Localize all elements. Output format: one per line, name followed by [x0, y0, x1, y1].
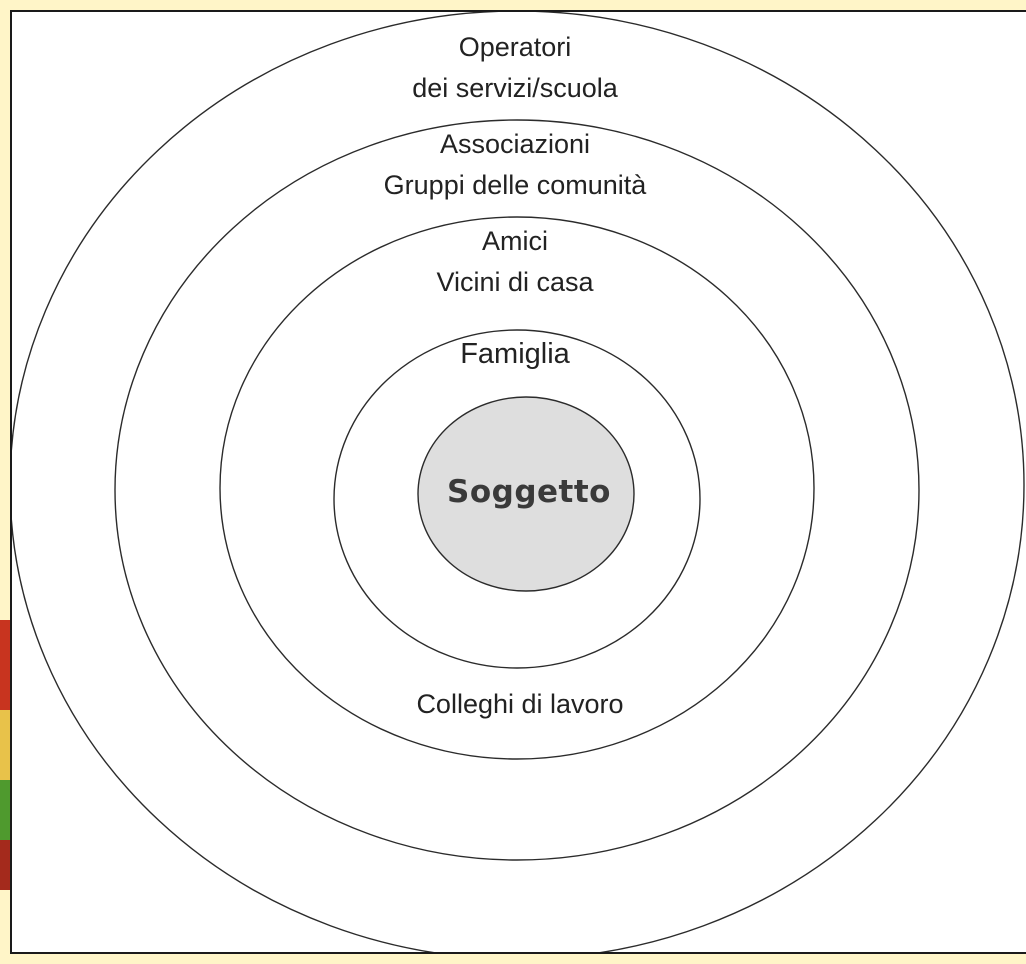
label-amici: Amici Vicini di casa — [12, 221, 1026, 303]
ring-amici — [219, 216, 815, 760]
label-associazioni: Associazioni Gruppi delle comunità — [12, 124, 1026, 206]
label-amici-line-2: Vicini di casa — [436, 267, 594, 297]
concentric-circles-diagram — [12, 12, 1025, 952]
ring-operatori — [12, 12, 1025, 952]
ring-famiglia — [333, 329, 701, 669]
label-amici-line-1: Amici — [482, 226, 548, 256]
label-famiglia-line-1: Famiglia — [460, 338, 570, 370]
diagram-frame: Operatori dei servizi/scuola Associazion… — [10, 10, 1026, 954]
label-colleghi: Colleghi di lavoro — [12, 684, 1026, 725]
label-associazioni-line-2: Gruppi delle comunità — [383, 170, 647, 200]
label-operatori-line-2: dei servizi/scuola — [412, 73, 618, 103]
label-colleghi-line-1: Colleghi di lavoro — [416, 689, 624, 719]
label-soggetto: Soggetto — [16, 472, 1026, 513]
label-operatori: Operatori dei servizi/scuola — [12, 27, 1026, 109]
center-circle — [417, 396, 635, 592]
label-associazioni-line-1: Associazioni — [439, 129, 591, 159]
ring-associazioni — [114, 119, 920, 861]
label-operatori-line-1: Operatori — [458, 32, 572, 62]
center-label: Soggetto — [447, 474, 611, 510]
label-famiglia: Famiglia — [12, 334, 1026, 375]
